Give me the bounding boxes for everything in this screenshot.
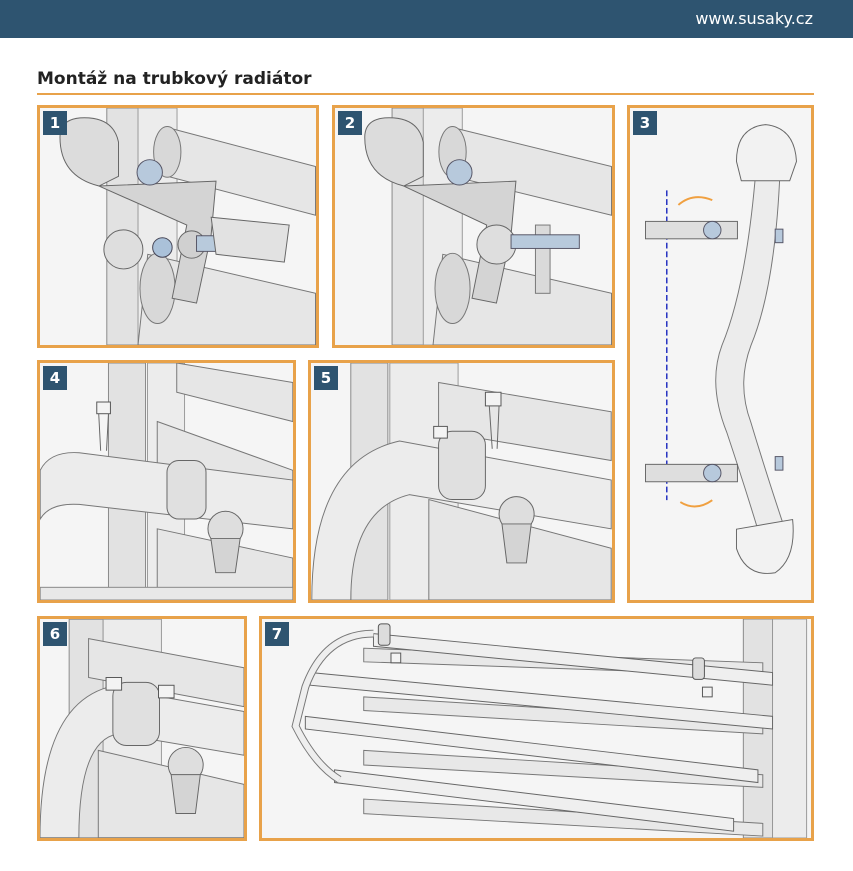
step-panel-4: 4 <box>37 360 296 603</box>
step-7-illustration <box>291 619 808 838</box>
step-number-1: 1 <box>43 111 67 135</box>
step-panel-3: 3 <box>627 105 814 603</box>
step-1-illustration <box>59 108 316 345</box>
header-bar: www.susaky.cz <box>0 0 853 38</box>
step-number-6: 6 <box>43 622 67 646</box>
step-number-5: 5 <box>314 366 338 390</box>
step-number-2: 2 <box>338 111 362 135</box>
step-panel-5: 5 <box>308 360 615 603</box>
step-5-illustration <box>311 363 612 600</box>
step-number-3: 3 <box>633 111 657 135</box>
step-3-illustration <box>645 124 797 574</box>
step-4-illustration <box>40 363 293 600</box>
page-title: Montáž na trubkový radiátor <box>37 69 312 89</box>
title-divider <box>37 93 814 95</box>
step-number-4: 4 <box>43 366 67 390</box>
step-6-illustration <box>40 619 244 838</box>
step-2-illustration <box>364 108 612 345</box>
step-panel-1: 1 <box>37 105 319 348</box>
step-number-7: 7 <box>265 622 289 646</box>
site-url[interactable]: www.susaky.cz <box>695 9 813 28</box>
step-panel-7: 7 <box>259 616 814 841</box>
step-panel-6: 6 <box>37 616 247 841</box>
step-panel-2: 2 <box>332 105 615 348</box>
